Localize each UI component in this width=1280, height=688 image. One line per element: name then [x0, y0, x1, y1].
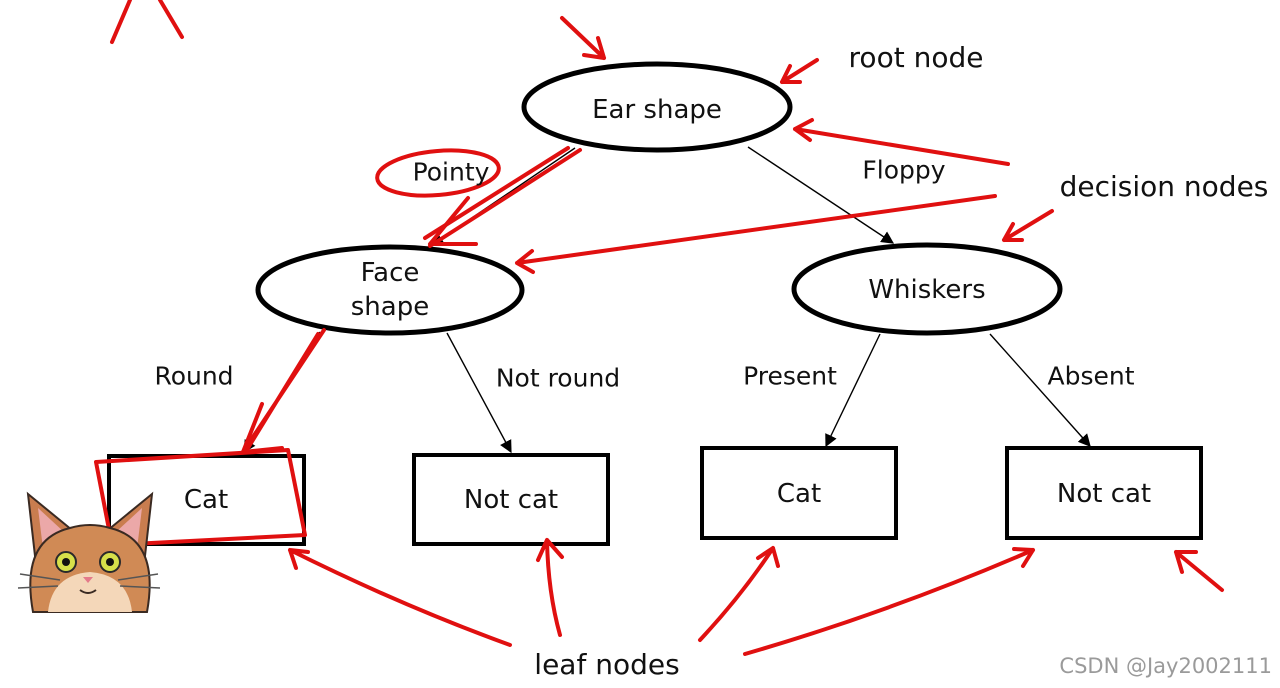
red-arrow-root	[560, 16, 606, 60]
leaf-node-not-cat-2	[1005, 446, 1203, 540]
edge-label-not-round: Not round	[495, 363, 621, 393]
red-circle-pointy	[375, 148, 501, 198]
leaf-not-cat-1-label: Not cat	[463, 485, 559, 515]
annotation-leaf-nodes: leaf nodes	[534, 648, 680, 681]
edge-present	[825, 333, 881, 448]
red-stroke-round-edge	[241, 328, 326, 454]
edge-not-round	[446, 332, 512, 454]
cat-face-icon	[17, 491, 161, 613]
whiskers-node-label: Whiskers	[868, 275, 986, 305]
leaf-cat-2-label: Cat	[776, 479, 822, 509]
red-arrow-extra	[1174, 550, 1224, 592]
edge-absent	[989, 333, 1091, 447]
red-scribble	[110, 0, 184, 44]
face-shape-node-label: Face shape	[350, 258, 430, 322]
edge-floppy	[747, 146, 895, 244]
root-node-label: Ear shape	[592, 95, 722, 125]
red-arrow-leaf-4	[743, 547, 1035, 656]
red-arrow-leaf-1	[288, 548, 512, 647]
red-arrow-leaf-2	[536, 538, 564, 637]
watermark: CSDN @Jay2002111	[1059, 654, 1272, 678]
leaf-cat-1-label: Cat	[183, 485, 229, 515]
leaf-node-not-cat-1	[412, 453, 610, 546]
red-arrow-pointy	[428, 196, 478, 246]
red-box-cat	[94, 448, 307, 547]
leaf-not-cat-2-label: Not cat	[1056, 479, 1152, 509]
red-arrow-decision-root	[793, 118, 1010, 166]
edge-label-floppy: Floppy	[862, 155, 946, 185]
face-shape-node	[255, 244, 525, 336]
edge-label-round: Round	[154, 361, 234, 391]
root-node	[521, 61, 793, 153]
annotation-decision-nodes: decision nodes	[1059, 170, 1269, 203]
leaf-node-cat-2	[700, 446, 898, 540]
edge-label-present: Present	[743, 361, 837, 391]
edge-label-pointy: Pointy	[412, 157, 490, 187]
annotation-root-node: root node	[848, 41, 984, 74]
red-arrow-leaf-3	[698, 546, 780, 642]
edge-label-absent: Absent	[1047, 361, 1135, 391]
red-arrow-root-label	[780, 58, 819, 84]
whiskers-node	[791, 242, 1063, 336]
red-annotations	[94, 0, 1224, 656]
red-arrow-decision-face	[515, 194, 997, 274]
red-arrow-decision-whiskers	[1002, 209, 1054, 242]
